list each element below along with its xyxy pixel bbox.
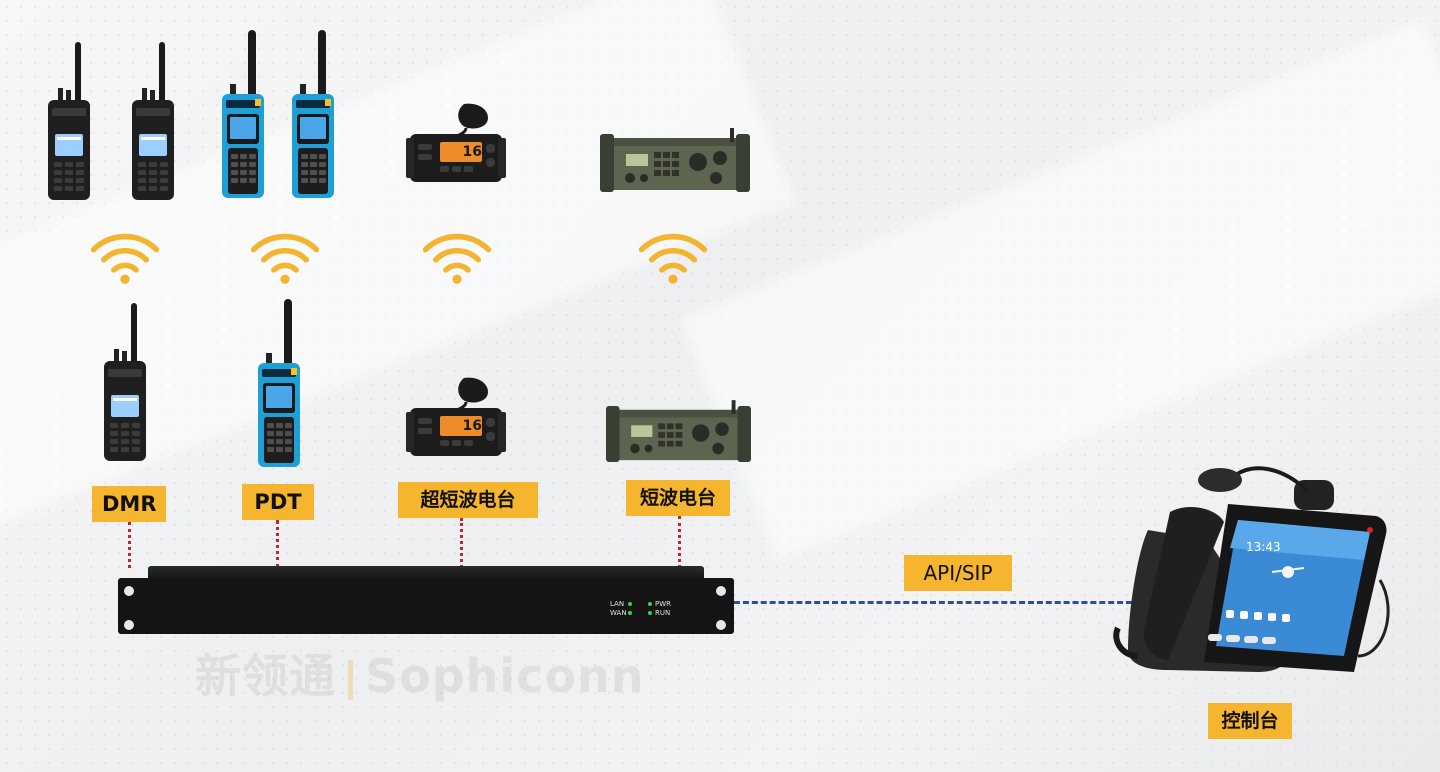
label-console: 控制台 [1208,703,1292,739]
handheld-radio-pdt [254,298,304,470]
wifi-icon [248,228,322,286]
wifi-icon [88,228,162,286]
marine-radio-channel: 16 [462,144,482,160]
console-screen-time: 13:43 [1246,540,1281,554]
label-hf-radio: 短波电台 [626,480,730,516]
marine-radio: 16 [406,102,506,192]
gateway-wan-label: WAN [610,609,627,617]
gateway-run-label: RUN [655,609,671,617]
marine-radio: 16 [406,376,506,466]
military-radio [606,400,751,468]
connector-dmr [128,522,131,568]
watermark-en: Sophiconn [365,649,645,703]
label-dmr: DMR [92,486,166,522]
label-api-sip: API/SIP [904,555,1012,591]
wifi-icon [420,228,494,286]
handheld-radio-dmr [100,302,150,464]
label-vhf-radio: 超短波电台 [398,482,538,518]
connector-vhf [460,518,463,568]
watermark: 新领通 Sophiconn [195,640,645,706]
handheld-radio-dmr [128,42,178,202]
handheld-radio-dmr [44,42,94,202]
wifi-icon [636,228,710,286]
connector-hf [678,516,681,568]
gateway-lan-label: LAN [610,600,625,608]
watermark-cn: 新领通 [195,649,336,703]
handheld-radio-pdt [288,30,338,200]
connector-pdt [276,520,279,568]
label-pdt: PDT [242,484,314,520]
gateway-pwr-label: PWR [655,600,672,608]
connector-api-sip [734,601,1132,604]
console-phone: 13:43 [1108,460,1398,690]
military-radio [600,128,750,198]
gateway-device: LAN WAN PWR RUN [118,566,734,634]
marine-radio-channel: 16 [462,418,482,434]
handheld-radio-pdt [218,30,268,200]
